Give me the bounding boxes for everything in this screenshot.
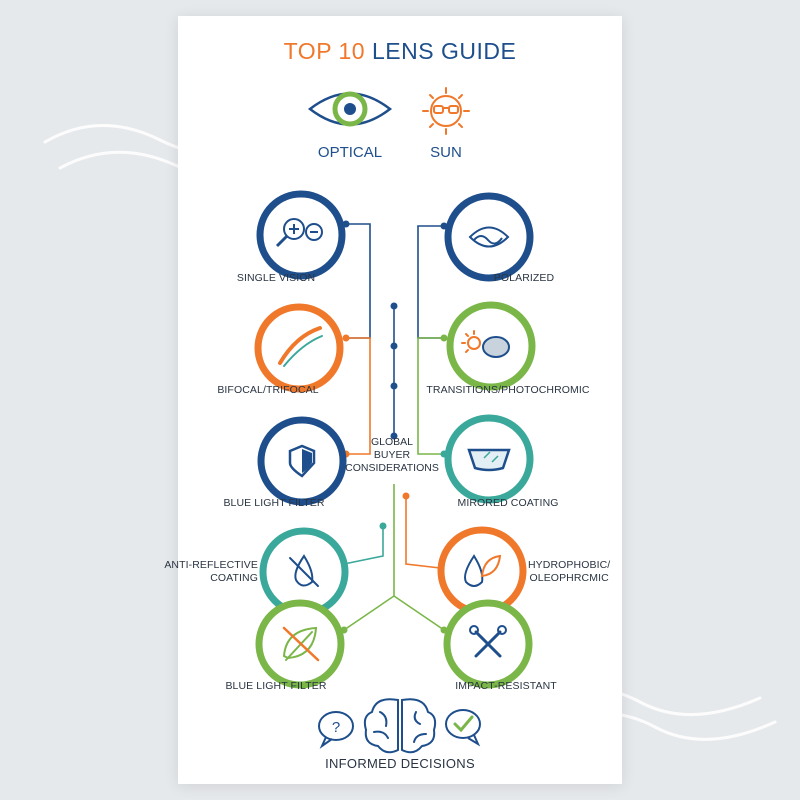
- impact-label: IMPACT-RESISTANT: [455, 680, 557, 692]
- svg-text:?: ?: [332, 719, 340, 736]
- lens-curve-icon: [278, 326, 323, 367]
- photochromic-icon: [461, 330, 510, 358]
- hydrophobic-label: HYDROPHOBIC/ OLEOPHRCMIC: [528, 559, 610, 585]
- anti-reflective-line-1: ANTI-REFLECTIVE: [164, 559, 258, 571]
- question-bubble-icon: ?: [318, 711, 354, 749]
- connector-dots: [340, 220, 448, 634]
- shield-icon: [288, 444, 316, 478]
- bifocal-label: BIFOCAL/TRIFOCAL: [217, 384, 319, 396]
- hydrophobic-line-1: HYDROPHOBIC/: [528, 559, 611, 571]
- polarized-waves-icon: [468, 226, 510, 248]
- single-vision-label: SINGLE VISION: [236, 272, 316, 284]
- title-main: LENS GUIDE: [372, 38, 517, 64]
- tools-icon: [469, 625, 507, 658]
- center-line-2: BUYER: [373, 449, 411, 461]
- center-topic: GLOBAL BUYER CONSIDERATIONS: [337, 436, 447, 475]
- magnifier-icon: [275, 218, 323, 248]
- crossed-leaf-icon: [282, 626, 320, 662]
- crossed-drop-icon: [289, 554, 319, 587]
- hydrophobic-line-2: OLEOPHRCMIC: [529, 572, 609, 584]
- brain-icon: [363, 698, 437, 754]
- anti-reflective-label: ANTI-REFLECTIVE COATING: [164, 559, 258, 585]
- center-line-3: CONSIDERATIONS: [345, 462, 439, 474]
- sun-glasses-icon: [422, 87, 470, 135]
- connector-lines: [343, 223, 445, 631]
- mirrored-glasses-icon: [467, 448, 511, 472]
- anti-reflective-line-2: COATING: [210, 572, 258, 584]
- page-title: TOP 10 LENS GUIDE: [178, 38, 622, 65]
- polarized-circle: [444, 192, 534, 282]
- title-highlight: TOP 10: [283, 38, 366, 64]
- lens-diagram: ?: [254, 87, 536, 754]
- drop-leaf-icon: [464, 554, 502, 587]
- polarized-label: POLARIZED: [493, 272, 555, 284]
- check-bubble-icon: [445, 709, 481, 747]
- sun-label: SUN: [430, 144, 462, 161]
- optical-label: OPTICAL: [317, 144, 383, 161]
- eye-icon: [307, 91, 393, 127]
- mirrored-label: MIRORED COATING: [457, 497, 559, 509]
- informed-decisions-label: INFORMED DECISIONS: [325, 756, 475, 771]
- lens-guide-card: TOP 10 LENS GUIDE: [164, 16, 622, 784]
- bifocal-circle: [254, 303, 344, 393]
- transitions-label: TRANSITIONS/PHOTOCHROMIC: [426, 384, 590, 396]
- center-line-1: GLOBAL: [370, 436, 414, 448]
- blue-light-label-2: BLUE LIGHT FILTER: [225, 680, 327, 692]
- blue-light-label: BLUE LIGHT FILTER: [223, 497, 325, 509]
